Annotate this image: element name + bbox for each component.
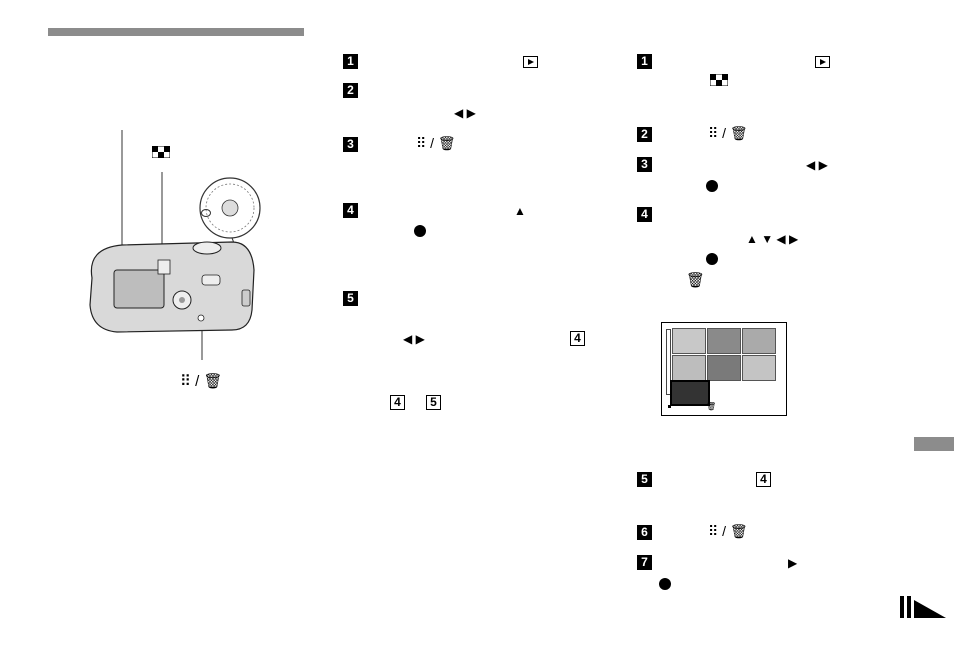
step-number: 5 (343, 291, 358, 306)
left-right-arrows-icon: ◀ ▶ (403, 332, 425, 346)
index-dots-icon: ⠿ (180, 373, 191, 390)
section-header-bar (48, 28, 304, 36)
center-button-icon (706, 180, 718, 192)
thumbnail-selected (670, 380, 710, 406)
index-checker-icon (152, 146, 170, 158)
right-arrow-icon: ▶ (788, 556, 798, 570)
step-number: 1 (637, 54, 652, 69)
up-arrow-icon: ▲ (514, 204, 526, 218)
step-ref: 4 (756, 472, 771, 487)
thumbnail (742, 328, 776, 354)
step-number: 4 (343, 203, 358, 218)
four-way-arrows-icon: ▲ ▼ ◀ ▶ (746, 232, 799, 246)
trash-icon: 🗑 (203, 373, 223, 390)
thumbnail (707, 328, 741, 354)
step-number: 1 (343, 54, 358, 69)
screen-dot (668, 405, 671, 408)
index-checker-icon (710, 74, 728, 86)
step-number: 6 (637, 525, 652, 540)
delete-button-label: ⠿ / 🗑 (180, 373, 223, 390)
step-ref: 4 (390, 395, 405, 410)
lcd-index-screen: 🗑 (661, 322, 787, 416)
thumbnail (707, 355, 741, 381)
index-delete-label: ⠿ / 🗑 (708, 125, 748, 141)
play-icon (523, 56, 538, 68)
step-ref: 5 (426, 395, 441, 410)
step-number: 2 (637, 127, 652, 142)
index-delete-label: ⠿ / 🗑 (416, 135, 456, 151)
center-button-icon (659, 578, 671, 590)
side-index-tab (914, 437, 954, 451)
step-number: 3 (343, 137, 358, 152)
lamp-icon (201, 209, 211, 217)
index-delete-label: ⠿ / 🗑 (708, 523, 748, 539)
step-number: 5 (637, 472, 652, 487)
trash-icon: 🗑 (686, 272, 706, 289)
step-number: 2 (343, 83, 358, 98)
center-button-icon (706, 253, 718, 265)
play-icon (815, 56, 830, 68)
left-right-arrows-icon: ◀ ▶ (806, 158, 828, 172)
left-right-arrows-icon: ◀ ▶ (454, 106, 476, 120)
thumbnail (742, 355, 776, 381)
scrollbar (666, 329, 671, 395)
thumbnail (672, 328, 706, 354)
step-number: 4 (637, 207, 652, 222)
step-ref: 4 (570, 331, 585, 346)
continue-arrow-icon (900, 596, 946, 618)
camera-illustration (89, 130, 261, 360)
center-button-icon (414, 225, 426, 237)
thumbnail (672, 355, 706, 381)
trash-icon: 🗑 (706, 402, 717, 411)
step-number: 3 (637, 157, 652, 172)
step-number: 7 (637, 555, 652, 570)
